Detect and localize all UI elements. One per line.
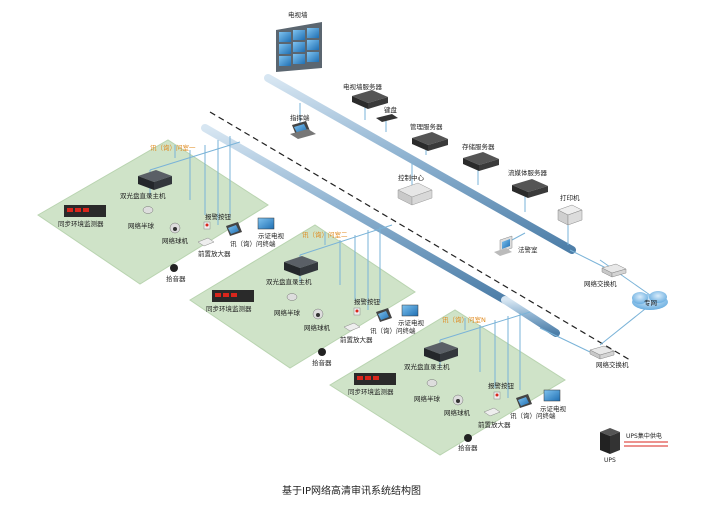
room-n-recorder-icon bbox=[424, 342, 458, 362]
wall-server-label: 电视墙服务器 bbox=[343, 82, 383, 91]
room-n-preamp-label: 前置放大器 bbox=[478, 420, 511, 429]
room-n-half-dome-icon bbox=[426, 379, 438, 387]
room-2-alarm-icon bbox=[353, 307, 361, 316]
room-1-floor bbox=[37, 139, 269, 285]
switch-top-icon bbox=[601, 263, 627, 278]
room-n-recorder-label: 双光盘直录主机 bbox=[404, 362, 450, 371]
room-n-alarm-label: 报警按钮 bbox=[488, 381, 515, 390]
switch-bottom-icon bbox=[589, 345, 615, 360]
room-n-title: 讯（询）问室N bbox=[442, 315, 486, 324]
room-2-ptz-label: 网络球机 bbox=[304, 323, 331, 332]
prosecutor-police-label: 法警室 bbox=[518, 245, 538, 254]
room-n bbox=[354, 311, 561, 442]
room-1-monitor-icon bbox=[64, 205, 106, 217]
room-2-alarm-label: 报警按钮 bbox=[354, 297, 381, 306]
room-1-tv-label: 示证电视 bbox=[258, 231, 285, 240]
room-2-monitor-icon bbox=[212, 290, 254, 302]
laptop-icon bbox=[290, 121, 316, 139]
room-2-terminal-label: 讯（询）问终端 bbox=[370, 326, 416, 335]
room-n-terminal-label: 讯（询）问终端 bbox=[510, 411, 556, 420]
ups-supply-label: UPS集中供电 bbox=[626, 432, 662, 440]
room-2-preamp-label: 前置放大器 bbox=[340, 335, 373, 344]
room-2-monitor-label: 同步环境监测器 bbox=[206, 304, 252, 313]
room-2-ptz-icon bbox=[312, 308, 324, 320]
police-room-pc-icon bbox=[494, 235, 513, 256]
trunk-pipe-upper bbox=[264, 74, 576, 254]
printer-icon bbox=[557, 204, 583, 226]
room-2-tv-label: 示证电视 bbox=[398, 318, 425, 327]
ups-icon bbox=[600, 428, 620, 454]
room-1 bbox=[64, 136, 275, 272]
room-1-half-dome-icon bbox=[142, 206, 154, 214]
room-1-recorder-label: 双光盘直录主机 bbox=[120, 191, 166, 200]
room-1-half-dome-label: 网络半球 bbox=[128, 221, 155, 230]
room-n-tv-icon bbox=[543, 389, 561, 402]
trunk-pipe-lower bbox=[201, 124, 509, 304]
room-2-title: 讯（询）问室二 bbox=[302, 230, 348, 239]
keyboard-icon bbox=[376, 114, 398, 122]
room-1-monitor-label: 同步环境监测器 bbox=[58, 219, 104, 228]
video-wall-label: 电视墙 bbox=[288, 10, 308, 19]
room-1-pickup-icon bbox=[170, 264, 178, 272]
room-n-pickup-label: 拾音器 bbox=[458, 443, 478, 452]
trunk-pipe-lower-ext bbox=[501, 296, 560, 337]
room-n-monitor-icon bbox=[354, 373, 396, 385]
management-server-label: 管理服务器 bbox=[410, 122, 443, 131]
room-1-title: 讯（询）问室一 bbox=[150, 143, 196, 152]
room-1-ptz-icon bbox=[169, 222, 181, 234]
cloud-icon bbox=[632, 291, 668, 310]
room-1-pickup-label: 拾音器 bbox=[166, 274, 186, 283]
room-n-ptz-icon bbox=[452, 394, 464, 406]
room-2-tv-icon bbox=[401, 304, 419, 317]
room-1-alarm-icon bbox=[203, 221, 211, 230]
room-1-alarm-label: 报警按钮 bbox=[205, 212, 232, 221]
room-1-preamp-icon bbox=[197, 237, 215, 247]
room-2-recorder-icon bbox=[284, 256, 318, 276]
private-network-label: 专网 bbox=[644, 298, 657, 307]
room-2-terminal-icon bbox=[376, 308, 392, 322]
room-n-preamp-icon bbox=[483, 407, 501, 417]
ups-label: UPS bbox=[604, 457, 616, 464]
room-1-recorder-icon bbox=[138, 170, 172, 190]
room-1-terminal-icon bbox=[226, 222, 242, 236]
printer-label: 打印机 bbox=[560, 193, 580, 202]
storage-server-label: 存储服务器 bbox=[462, 142, 495, 151]
switch-bottom-label: 网络交换机 bbox=[596, 360, 629, 369]
network-boundary-line bbox=[209, 111, 631, 361]
room-1-tv-icon bbox=[257, 217, 275, 230]
room-2-pickup-label: 拾音器 bbox=[312, 358, 332, 367]
control-center-icon bbox=[397, 182, 433, 206]
command-terminal-label: 指挥端 bbox=[290, 113, 310, 122]
room-2-preamp-icon bbox=[343, 322, 361, 332]
room-2-half-dome-icon bbox=[286, 293, 298, 301]
room-n-alarm-icon bbox=[493, 391, 501, 400]
room-n-half-dome-label: 网络半球 bbox=[414, 394, 441, 403]
room-n-tv-label: 示证电视 bbox=[540, 404, 567, 413]
diagram-caption: 基于IP网络高清审讯系统结构图 bbox=[282, 484, 421, 497]
keyboard-label: 键盘 bbox=[384, 105, 398, 114]
room-n-pickup-icon bbox=[464, 434, 472, 442]
wall-server-icon bbox=[352, 90, 388, 109]
streaming-server-icon bbox=[512, 179, 548, 198]
room-1-preamp-label: 前置放大器 bbox=[198, 249, 231, 258]
storage-server-icon bbox=[463, 152, 499, 171]
room-1-ptz-label: 网络球机 bbox=[162, 236, 189, 245]
room-2-pickup-icon bbox=[318, 348, 326, 356]
room-2 bbox=[212, 224, 419, 356]
video-wall-icon bbox=[276, 22, 322, 72]
room-1-terminal-label: 讯（询）问终端 bbox=[230, 239, 276, 248]
streaming-server-label: 流媒体服务器 bbox=[508, 168, 548, 177]
room-n-ptz-label: 网络球机 bbox=[444, 408, 471, 417]
room-2-half-dome-label: 网络半球 bbox=[274, 308, 301, 317]
management-server-icon bbox=[412, 132, 448, 151]
room-2-floor bbox=[189, 224, 416, 369]
room-n-monitor-label: 同步环境监测器 bbox=[348, 387, 394, 396]
control-center-label: 控制中心 bbox=[398, 173, 425, 182]
room-n-terminal-icon bbox=[516, 394, 532, 408]
room-n-floor bbox=[329, 309, 566, 456]
switch-top-label: 网络交换机 bbox=[584, 279, 617, 288]
room-2-recorder-label: 双光盘直录主机 bbox=[266, 277, 312, 286]
